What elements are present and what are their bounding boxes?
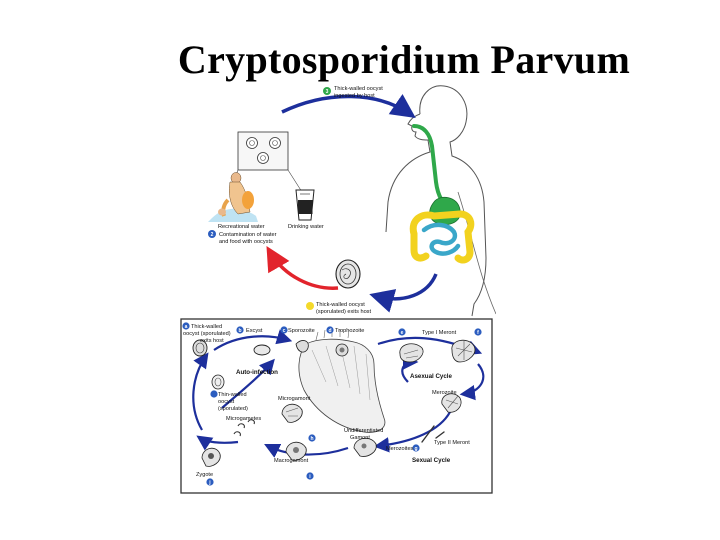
auto-infection-label: Auto-infection <box>236 369 278 376</box>
microgamont-label: Microgamont <box>278 396 311 402</box>
step-1-marker <box>306 302 314 310</box>
thin-oocyst-label-line3: (sporulated) <box>218 406 248 412</box>
undifferentiated-gamont-label-line1: Undifferentiated <box>344 428 383 434</box>
excyst-label: Excyst <box>246 328 263 334</box>
life-cycle-figure: 3 Thick-walled oocyst ingested by host R… <box>178 82 496 496</box>
recreational-water-label: Recreational water <box>218 224 265 230</box>
step-2-number: 2 <box>211 232 214 238</box>
microgametes-label: Microgametes <box>226 416 261 422</box>
stage-marker-letter: b <box>238 328 241 334</box>
sexual-cycle-label: Sexual Cycle <box>412 457 451 464</box>
thin-oocyst-label-line2: oocyst <box>218 399 235 405</box>
step-3-label-line1: Thick-walled oocyst <box>334 86 383 92</box>
zygote-label: Zygote <box>196 472 213 478</box>
step-2-label-line2: and food with oocysts <box>219 239 273 245</box>
thick-oocyst-label-line3: exits host <box>200 338 224 344</box>
thick-oocyst-label-line2: oocyst (sporulated) <box>183 331 231 337</box>
stage-marker-letter: h <box>310 436 313 442</box>
asexual-cycle-label: Asexual Cycle <box>410 373 453 380</box>
stage-marker-letter: d <box>328 328 331 334</box>
stage-marker-letter: e <box>401 330 404 336</box>
slide-title: Cryptosporidium Parvum <box>0 36 720 83</box>
stage-marker-letter: a <box>185 324 188 330</box>
step-1-label-line1: Thick-walled oocyst <box>316 302 365 308</box>
stage-marker-letter: c <box>283 328 286 334</box>
step-3-number: 3 <box>326 89 329 95</box>
undifferentiated-gamont-label-line2: Gamont <box>350 435 370 441</box>
thick-oocyst-label-line1: Thick-walled <box>191 324 222 330</box>
trophozoite-label: Trophozoite <box>335 328 364 334</box>
type1-meront-label: Type I Meront <box>422 330 457 336</box>
step-1-label-line2: (sporulated) exits host <box>316 309 371 315</box>
type2-meront-label: Type II Meront <box>434 440 470 446</box>
merozoite-label: Merozoite <box>432 390 457 396</box>
step-3-label-line2: ingested by host <box>334 93 375 99</box>
stage-marker-letter: g <box>414 446 417 452</box>
thin-oocyst-label-line1: Thin-walled <box>218 392 247 398</box>
merozoites-label: Merozoites <box>386 446 414 452</box>
drinking-glass-illustration <box>296 190 314 220</box>
step-2-label-line1: Contamination of water <box>219 232 277 238</box>
exiting-oocyst-illustration <box>336 260 360 288</box>
sporozoite-label: Sporozoite <box>288 328 315 334</box>
drinking-water-label: Drinking water <box>288 224 324 230</box>
macrogamont-label: Macrogamont <box>274 458 309 464</box>
life-cycle-diagram: 3 Thick-walled oocyst ingested by host R… <box>178 82 496 496</box>
